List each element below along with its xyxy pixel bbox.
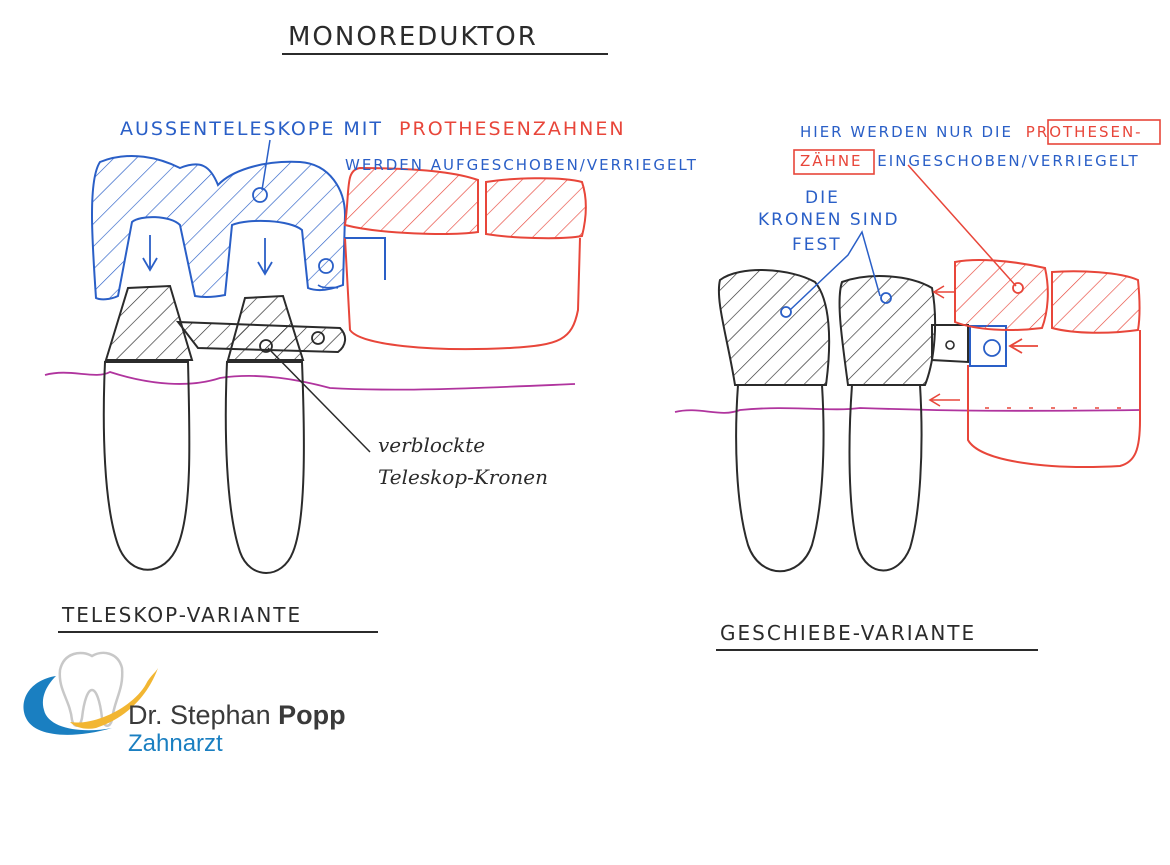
label-outer-red-text: PROTHESENZAHNEN — [399, 118, 626, 140]
label-outer-telescopes: AUSSENTELESKOPE MIT PROTHESENZAHNEN — [120, 118, 626, 140]
attachment-male — [931, 324, 969, 364]
label-blocked-crowns-1: verblockte — [378, 433, 485, 457]
note-line-1: HIER WERDEN NUR DIE PROTHESEN- — [800, 123, 1143, 141]
label-blocked-crowns-2: Teleskop-Kronen — [378, 465, 548, 489]
note-line2-box-text: ZÄHNE — [800, 151, 863, 170]
note-line-2: ZÄHNE EINGESCHOBEN/VERRIEGELT — [800, 151, 1140, 170]
logo-swoosh-gold — [70, 668, 158, 729]
prosthetic-saddle-red — [967, 330, 1141, 468]
prosthetic-teeth-red — [344, 237, 581, 351]
arrow-down-1-icon — [142, 235, 158, 272]
crown-screw — [259, 339, 273, 353]
root-right-1 — [735, 384, 825, 573]
prosthetic-tooth-red-2 — [1051, 270, 1141, 334]
blocking-bar — [175, 320, 346, 354]
note-line1-box-text: PROTHESEN- — [1026, 123, 1143, 141]
label-outer-line2: WERDEN AUFGESCHOBEN/VERRIEGELT — [345, 156, 698, 174]
gum-line-left — [44, 371, 576, 391]
gum-line-right — [674, 407, 1141, 414]
page-title: MONOREDUKTOR — [288, 22, 538, 52]
attachment-screw — [945, 340, 955, 350]
practice-logo — [23, 651, 158, 735]
prosthetic-crown-red-2 — [485, 177, 587, 240]
logo-name-last: Popp — [278, 700, 346, 730]
crowns-fixed-1: DIE — [805, 188, 840, 208]
logo-name: Dr. Stephan Popp — [128, 700, 346, 731]
prosthetic-dot — [1012, 282, 1024, 294]
crowns-fixed-2: KRONEN SIND — [758, 210, 900, 230]
fixed-crown-2 — [838, 275, 937, 386]
root-left-2 — [224, 361, 305, 574]
note-box-1 — [1047, 119, 1161, 145]
crown-dot-1 — [780, 306, 792, 318]
caption-teleskop: TELESKOP-VARIANTE — [61, 603, 302, 627]
note-line2-text: EINGESCHOBEN/VERRIEGELT — [877, 152, 1139, 170]
leader-line-blocked — [267, 347, 371, 453]
arrow-left-1-icon — [932, 285, 955, 299]
logo-subtitle: Zahnarzt — [128, 730, 223, 757]
logo-swoosh-blue — [23, 676, 112, 735]
bar-screw — [311, 331, 325, 345]
root-right-2 — [848, 384, 923, 572]
outer-telescope-screw-1 — [252, 187, 268, 203]
telescope-crown-1 — [104, 284, 194, 361]
fixed-crown-1 — [717, 269, 831, 386]
leader-line-crowns — [789, 230, 881, 311]
caption-geschiebe: GESCHIEBE-VARIANTE — [720, 621, 976, 645]
note-line1-text: HIER WERDEN NUR DIE — [800, 123, 1013, 141]
logo-name-first: Dr. Stephan — [128, 700, 279, 730]
prosthetic-crown-red-1 — [343, 166, 479, 235]
geschiebe-variant: HIER WERDEN NUR DIE PROTHESEN- ZÄHNE EIN… — [674, 119, 1161, 651]
attachment-female-screw — [983, 339, 1001, 357]
arrow-left-3-icon — [928, 393, 960, 407]
crowns-fixed-3: FEST — [792, 235, 842, 255]
arrow-down-2-icon — [257, 238, 273, 276]
attachment-slot — [345, 237, 386, 280]
teleskop-variant: AUSSENTELESKOPE MIT PROTHESENZAHNEN WERD… — [44, 118, 698, 633]
note-box-2 — [793, 149, 875, 175]
blue-lock-mark — [317, 284, 339, 289]
label-outer-text: AUSSENTELESKOPE MIT — [120, 118, 383, 140]
leader-line-outer — [261, 139, 271, 191]
arrow-left-2-icon — [1008, 338, 1038, 354]
outer-telescope-screw-2 — [318, 258, 334, 274]
outer-telescope-blue — [91, 155, 347, 301]
crown-dot-2 — [880, 292, 892, 304]
root-left-1 — [102, 361, 191, 571]
leader-line-prosthetic — [907, 164, 1017, 287]
